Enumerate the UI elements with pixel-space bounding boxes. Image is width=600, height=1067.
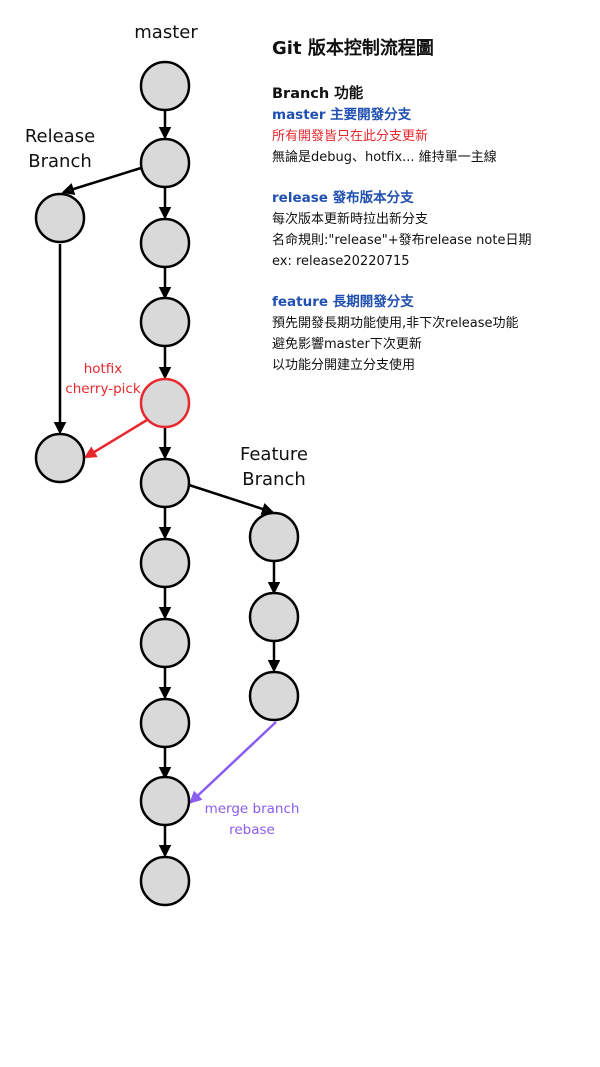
hotfix-label-line2: cherry-pick <box>65 381 141 397</box>
release-note-line-1: 每次版本更新時拉出新分支 <box>272 212 429 227</box>
master-commit-6 <box>139 457 191 509</box>
master-commit-4 <box>139 296 191 348</box>
release-note-line-3: ex: release20220715 <box>272 254 410 269</box>
release-note-title: release 發布版本分支 <box>272 190 414 206</box>
master-commit-7 <box>139 537 191 589</box>
feature-commit-2 <box>248 591 300 643</box>
master-note-title: master 主要開發分支 <box>272 107 412 123</box>
master-commit-8 <box>139 617 191 669</box>
hotfix-label-line1: hotfix <box>84 361 123 377</box>
release-fork-edge <box>61 166 142 195</box>
master-merge-commit <box>139 775 191 827</box>
master-commit-9 <box>139 697 191 749</box>
master-branch-note: master 主要開發分支 所有開發皆只在此分支更新 無論是debug、hotf… <box>272 105 590 168</box>
feature-label-line2: Branch <box>242 469 306 490</box>
hotfix-cherry-pick-edge <box>83 418 148 459</box>
feature-note-title: feature 長期開發分支 <box>272 294 414 310</box>
feature-branch-note: feature 長期開發分支 預先開發長期功能使用,非下次release功能 避… <box>272 292 590 376</box>
feature-note-line-3: 以功能分開建立分支使用 <box>272 358 416 373</box>
feature-commit-1 <box>248 511 300 563</box>
feature-note-line-2: 避免影響master下次更新 <box>272 337 422 352</box>
release-commit-1 <box>34 192 86 244</box>
master-commit-2 <box>139 137 191 189</box>
merge-label-line1: merge branch <box>205 801 300 817</box>
diagram-title: Git 版本控制流程圖 <box>272 38 434 59</box>
branch-notes-panel: Git 版本控制流程圖 Branch 功能 master 主要開發分支 所有開發… <box>272 34 590 396</box>
release-note-line-2: 名命規則:"release"+發布release note日期 <box>272 233 532 248</box>
master-commit-11 <box>139 855 191 907</box>
feature-fork-edge <box>188 483 275 515</box>
feature-commit-3 <box>248 670 300 722</box>
branch-function-heading: Branch 功能 <box>272 86 364 102</box>
feature-note-line-1: 預先開發長期功能使用,非下次release功能 <box>272 316 519 331</box>
release-branch-note: release 發布版本分支 每次版本更新時拉出新分支 名命規則:"releas… <box>272 188 590 272</box>
release-commit-2 <box>34 432 86 484</box>
master-commit-1 <box>139 60 191 112</box>
merge-rebase-edge <box>189 721 277 804</box>
merge-label-line2: rebase <box>229 822 275 838</box>
master-commit-3 <box>139 217 191 269</box>
feature-label-line1: Feature <box>240 444 308 465</box>
master-note-line-1: 所有開發皆只在此分支更新 <box>272 129 429 144</box>
master-note-line-2: 無論是debug、hotfix... 維持單一主線 <box>272 150 497 165</box>
release-label-line1: Release <box>25 126 95 147</box>
master-label: master <box>134 22 198 43</box>
release-label-line2: Branch <box>28 151 92 172</box>
master-hotfix-commit <box>139 377 191 429</box>
